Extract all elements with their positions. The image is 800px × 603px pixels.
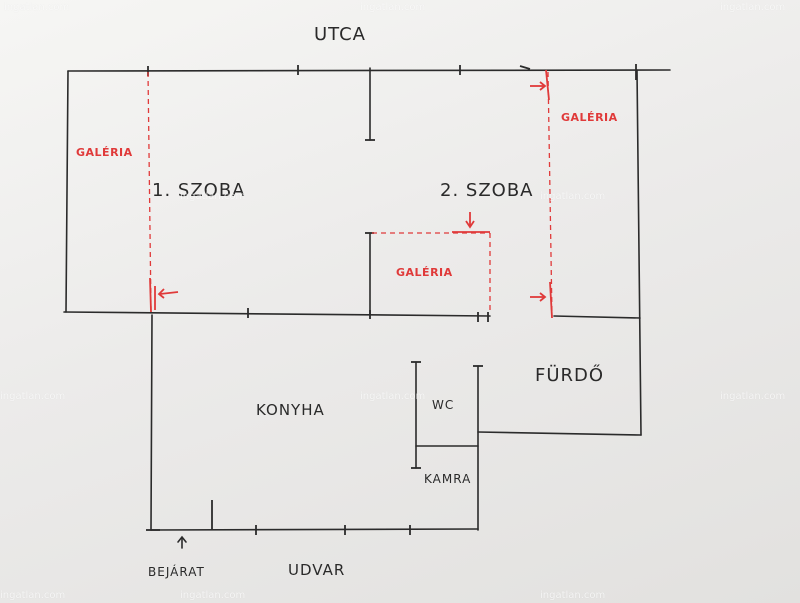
watermark: ingatlan.com bbox=[0, 590, 66, 601]
watermark: ingatlan.com bbox=[180, 191, 246, 202]
wall-room2-bathroom bbox=[553, 315, 641, 319]
wall-street-side bbox=[67, 69, 671, 72]
label-gallery-right: GALÉRIA bbox=[561, 111, 618, 124]
gallery-left-arrow bbox=[159, 291, 179, 295]
watermark: ingatlan.com bbox=[360, 391, 426, 402]
gallery-right-arrow-head bbox=[539, 292, 547, 302]
watermark: ingatlan.com bbox=[180, 590, 246, 601]
wall-kitchen-left bbox=[150, 314, 153, 531]
gallery-right-stair-bottom bbox=[549, 281, 553, 319]
watermark: ingatlan.com bbox=[540, 191, 606, 202]
gallery-left-stair bbox=[149, 277, 152, 313]
gallery-left-edge bbox=[147, 71, 152, 311]
label-room-1: 1. SZOBA bbox=[152, 180, 246, 201]
wall-rooms-kitchen bbox=[63, 311, 491, 317]
label-gallery-left: GALÉRIA bbox=[76, 146, 133, 159]
label-street: UTCA bbox=[314, 24, 366, 45]
wall-left bbox=[65, 70, 69, 313]
watermark: ingatlan.com bbox=[540, 590, 606, 601]
watermark: ingatlan.com bbox=[0, 391, 66, 402]
wall-tick bbox=[519, 65, 531, 70]
wall-right bbox=[636, 69, 642, 436]
gallery-right-edge bbox=[547, 71, 553, 317]
label-entrance: BEJÁRAT bbox=[148, 565, 205, 579]
label-kitchen: KONYHA bbox=[256, 401, 325, 419]
wall-yard-side bbox=[150, 528, 479, 531]
label-wc: WC bbox=[432, 398, 455, 412]
watermark: ingatlan.com bbox=[720, 2, 786, 13]
label-bathroom: FÜRDŐ bbox=[535, 365, 605, 386]
wall-bathroom-bottom bbox=[477, 431, 642, 436]
label-room-2: 2. SZOBA bbox=[440, 180, 534, 201]
label-yard: UDVAR bbox=[288, 561, 346, 579]
gallery-left-arrow-head bbox=[157, 288, 165, 299]
gallery-middle-arrow-head bbox=[465, 220, 475, 229]
gallery-right-stair-top bbox=[545, 69, 550, 101]
watermark: ingatlan.com bbox=[720, 391, 786, 402]
watermark: ingatlan.com bbox=[4, 2, 70, 13]
entrance-arrow-head bbox=[177, 535, 187, 543]
gallery-right-arrow-head bbox=[539, 81, 547, 91]
watermark: ingatlan.com bbox=[360, 2, 426, 13]
label-gallery-middle: GALÉRIA bbox=[396, 266, 453, 279]
label-pantry: KAMRA bbox=[424, 472, 472, 486]
